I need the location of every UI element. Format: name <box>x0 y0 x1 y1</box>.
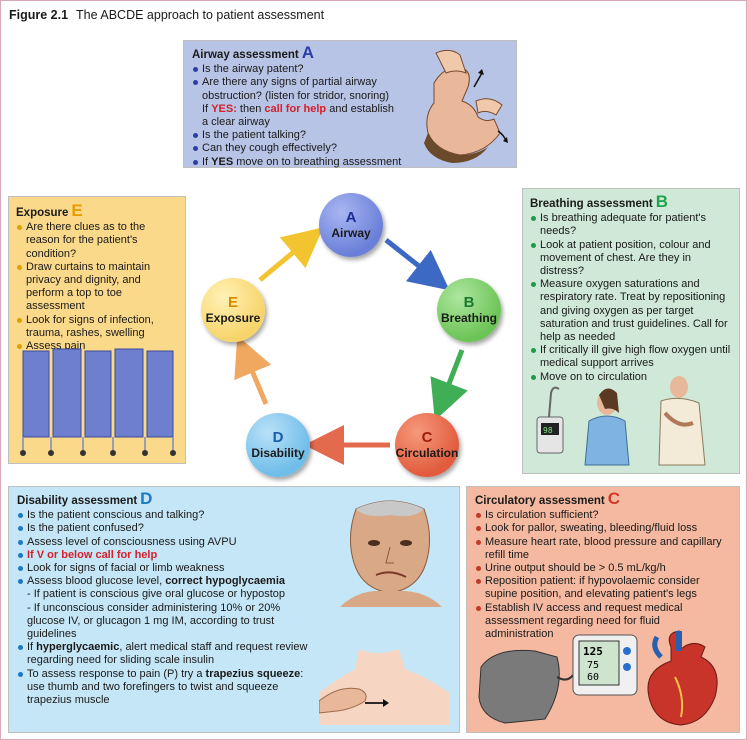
cycle-node-circulation: C Circulation <box>395 413 459 477</box>
list-item: Is the patient talking? <box>192 129 402 142</box>
arrow-a-to-b <box>384 238 450 291</box>
arrow-b-to-c <box>430 349 468 421</box>
cycle-node-exposure: E Exposure <box>201 278 265 342</box>
cycle-node-airway: A Airway <box>319 193 383 257</box>
node-letter: D <box>272 429 284 446</box>
list-item: - If patient is conscious give oral gluc… <box>27 588 286 601</box>
list-item: Establish IV access and request medical … <box>475 602 731 642</box>
arrow-d-to-e <box>234 335 272 405</box>
list-item: Assess level of consciousness using AVPU <box>17 536 317 549</box>
node-label: Breathing <box>440 311 497 325</box>
cycle-node-disability: D Disability <box>246 413 310 477</box>
list-item: To assess response to pain (P) try a tra… <box>17 668 317 708</box>
list-item: Is the airway patent? <box>192 63 402 76</box>
node-letter: C <box>421 429 433 446</box>
node-letter: A <box>345 209 357 226</box>
list-item: Look for signs of facial or limb weaknes… <box>17 562 317 575</box>
figure-caption: The ABCDE approach to patient assessment <box>76 8 325 22</box>
list-item: If YES: then call for help and establish… <box>202 102 395 129</box>
circulation-letter: C <box>607 489 621 508</box>
list-item: Move on to circulation <box>530 371 732 384</box>
node-label: Airway <box>331 226 371 240</box>
list-item: Is the patient confused? <box>17 522 317 535</box>
node-label: Exposure <box>205 311 261 325</box>
elderly-face-illustration <box>340 500 442 607</box>
disability-letter: D <box>140 489 153 508</box>
bp-reading-top: 125 <box>583 645 603 658</box>
list-item: Look for pallor, sweating, bleeding/flui… <box>475 522 731 535</box>
exposure-letter: E <box>71 201 83 220</box>
figure-title: Figure 2.1 The ABCDE approach to patient … <box>9 8 324 22</box>
node-label: Disability <box>251 446 305 460</box>
list-item: Measure oxygen saturations and respirato… <box>530 278 732 344</box>
list-item: - If unconscious consider administering … <box>27 601 281 641</box>
list-item: Is breathing adequate for patient's need… <box>530 212 732 238</box>
bp-reading-bot: 60 <box>587 672 599 683</box>
figure-label: Figure 2.1 <box>9 8 69 22</box>
list-item: If hyperglycaemic, alert medical staff a… <box>17 641 317 667</box>
trapezius-squeeze-illustration <box>319 649 449 725</box>
list-item: Are there any signs of partial airway ob… <box>192 76 402 102</box>
node-letter: E <box>227 294 238 311</box>
breathing-patients-illustration: 98 <box>536 376 706 466</box>
list-item: If critically ill give high flow oxygen … <box>530 344 732 370</box>
list-item: Is circulation sufficient? <box>475 509 731 522</box>
list-item: Are there clues as to the reason for the… <box>16 221 178 261</box>
bp-reading-mid: 75 <box>587 660 599 671</box>
list-item: If YES move on to breathing assessment <box>192 156 402 169</box>
list-item: Is the patient conscious and talking? <box>17 509 317 522</box>
airway-letter: A <box>301 43 315 62</box>
list-item: Look at patient position, colour and mov… <box>530 239 732 279</box>
node-label: Circulation <box>395 446 459 460</box>
bp-monitor-and-heart-illustration: 125 75 60 <box>478 630 718 726</box>
breathing-letter: B <box>655 192 668 211</box>
list-item: Draw curtains to maintain privacy and di… <box>16 261 178 314</box>
list-item: Reposition patient: if hypovolaemic cons… <box>475 575 731 601</box>
list-item: Can they cough effectively? <box>192 142 402 155</box>
list-item: If V or below call for help <box>17 549 317 562</box>
list-item: Look for signs of infection, trauma, ras… <box>16 314 178 340</box>
list-item: Measure heart rate, blood pressure and c… <box>475 536 731 562</box>
saturation-reading: 98 <box>543 426 553 435</box>
list-item: Urine output should be > 0.5 mL/kg/h <box>475 562 731 575</box>
arrow-e-to-a <box>258 227 324 282</box>
cycle-node-breathing: B Breathing <box>437 278 501 342</box>
head-tilt-illustration <box>424 49 508 163</box>
privacy-screen-illustration <box>20 348 176 456</box>
node-letter: B <box>463 294 475 311</box>
list-item: Assess blood glucose level, correct hypo… <box>17 575 317 588</box>
